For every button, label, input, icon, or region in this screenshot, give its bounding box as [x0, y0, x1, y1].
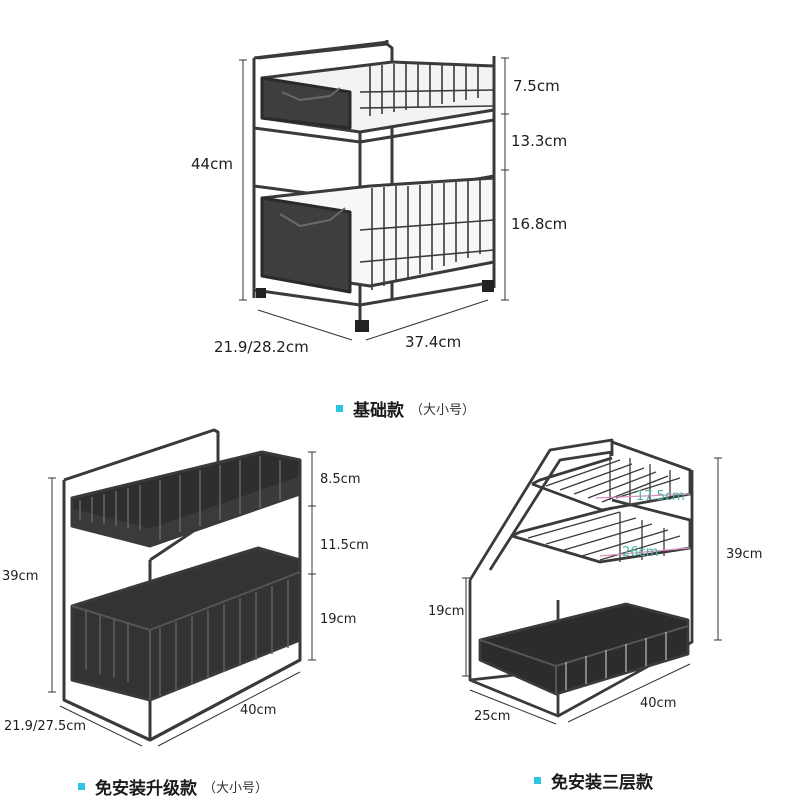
- basic-upper-gap-label: 7.5cm: [513, 77, 560, 95]
- basic-rack-dimension-lines: [239, 57, 509, 341]
- three-tier-width-label: 25cm: [474, 709, 511, 724]
- basic-caption: 基础款 （大小号）: [336, 396, 475, 421]
- upgrade-upper-gap-label: 8.5cm: [320, 472, 361, 487]
- three-tier-rack-dimension-lines: [462, 457, 722, 725]
- upgrade-caption-note: （大小号）: [203, 781, 269, 796]
- three-tier-rack-drawing: [468, 438, 694, 718]
- accent-square-icon: [336, 405, 343, 412]
- three-tier-upper-shelf-label: 17.5cm: [636, 489, 685, 504]
- basic-caption-note: （大小号）: [410, 403, 476, 418]
- upgrade-depth-label: 40cm: [240, 703, 277, 718]
- three-tier-middle-shelf-label: 26cm: [622, 545, 659, 560]
- upgrade-width-label: 21.9/27.5cm: [4, 719, 87, 734]
- basic-height-total-label: 44cm: [191, 155, 233, 173]
- accent-square-icon: [534, 777, 541, 784]
- upgrade-height-total-label: 39cm: [2, 569, 39, 584]
- basic-width-label: 21.9/28.2cm: [214, 338, 309, 356]
- accent-square-icon: [78, 783, 85, 790]
- basic-rack-drawing: [252, 40, 496, 332]
- upgrade-caption: 免安装升级款 （大小号）: [78, 774, 268, 799]
- basic-middle-gap-label: 13.3cm: [511, 132, 568, 150]
- upgrade-caption-title: 免安装升级款: [95, 779, 197, 799]
- upgrade-lower-gap-label: 19cm: [320, 612, 357, 627]
- three-tier-depth-label: 40cm: [640, 696, 677, 711]
- basic-depth-label: 37.4cm: [405, 333, 462, 351]
- three-tier-caption: 免安装三层款: [534, 768, 653, 793]
- basic-caption-title: 基础款: [353, 401, 404, 421]
- three-tier-lower-height-label: 19cm: [428, 604, 465, 619]
- three-tier-caption-title: 免安装三层款: [551, 773, 653, 793]
- three-tier-height-total-label: 39cm: [726, 547, 763, 562]
- upgrade-middle-gap-label: 11.5cm: [320, 538, 369, 553]
- upgrade-rack-dimension-lines: [48, 451, 316, 747]
- basic-lower-gap-label: 16.8cm: [511, 215, 568, 233]
- upgrade-rack-drawing: [62, 428, 302, 742]
